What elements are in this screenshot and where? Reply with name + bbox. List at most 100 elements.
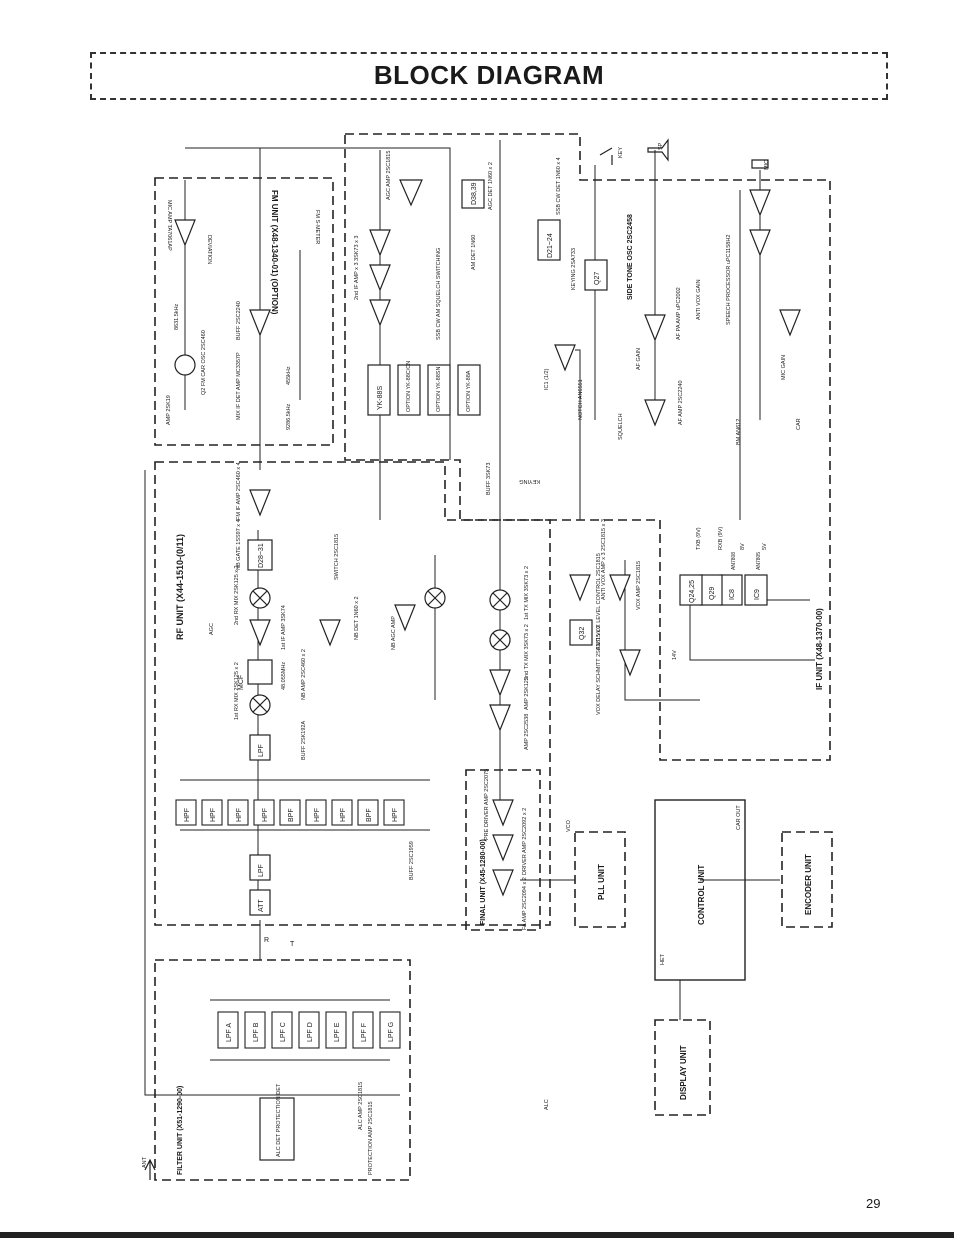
q27-text: Q27 <box>594 272 601 285</box>
pa-triangle-3 <box>492 869 514 897</box>
lpf-b-block <box>244 1011 266 1049</box>
lpf-main-text: LPF <box>258 864 265 877</box>
amp-tx-note: AMP 2SK125 <box>524 677 530 710</box>
sp-note: SP <box>658 142 664 150</box>
hpf-block-1 <box>175 799 197 826</box>
anti-vox-note: ANTI VOX GAIN <box>696 279 702 320</box>
hpf-block-6 <box>331 799 353 826</box>
ssb-det-note: SSB CW DET 1N60 x 4 <box>556 157 562 215</box>
notch-triangle <box>554 344 576 372</box>
lpf-rx-text: LPF <box>258 744 265 757</box>
yk-filter-block <box>367 364 391 416</box>
hpf-block-3 <box>227 799 249 826</box>
t-note: T <box>290 941 295 948</box>
d21-text: D21~24 <box>547 233 554 258</box>
fm-if-note: FM IF AMP 2SC460 x 4 <box>236 462 242 520</box>
ic8-text: IC8 <box>729 589 736 600</box>
lpf-a-block <box>217 1011 239 1049</box>
control-unit-label: CONTROL UNIT <box>697 865 706 925</box>
mcf-block <box>247 659 273 685</box>
q24-block <box>679 574 703 606</box>
buff-q48-triangle <box>749 229 771 257</box>
bpf-block-1 <box>279 799 301 826</box>
buff-q4-note: BUFF 2SC1959 <box>409 841 415 880</box>
opt1-text: OPTION YK-88C/CN <box>406 361 412 412</box>
hpf-text-3: HPF <box>236 808 243 822</box>
osc-circle <box>174 354 196 376</box>
af-gain-note: AF GAIN <box>636 348 642 370</box>
if-unit-frame <box>344 133 831 761</box>
af-amp-note: AF AMP 2SC2240 <box>678 380 684 425</box>
lpf-c-block <box>271 1011 293 1049</box>
vox-triangle-1 <box>569 574 591 602</box>
nb-det-note: NB DET 1N60 x 2 <box>354 596 360 640</box>
lpf-c-text: LPF C <box>280 1022 287 1042</box>
option-filter-block-1 <box>397 364 421 416</box>
driver-note: DRIVER AMP 2SC2092 x 2 <box>522 808 528 875</box>
yk-text: YK-88S <box>377 386 384 410</box>
osc-note: 8631.5kHz <box>174 303 180 330</box>
if-amp-triangle-2 <box>369 264 391 292</box>
agc-amp-triangle <box>399 179 423 207</box>
mcf-text: MCF <box>238 675 245 690</box>
display-unit-frame <box>654 1019 711 1116</box>
protect-note: PROTECTION AMP 2SC1815 <box>368 1101 374 1175</box>
tx-mix2-note: 2nd TX MIX 3SK73 x 2 <box>524 624 530 680</box>
alc-det-block <box>259 1097 295 1161</box>
key-note: KEY <box>618 147 624 158</box>
hpf-text-1: HPF <box>184 808 191 822</box>
fm-if-amp-triangle <box>249 489 271 517</box>
speaker-icon <box>647 138 669 162</box>
vox-delay-triangle <box>619 649 641 677</box>
encoder-unit-frame <box>781 831 833 928</box>
ic1-note: IC1 (1/2) <box>544 368 550 390</box>
lpf-e-text: LPF E <box>334 1022 341 1042</box>
hpf-block-5 <box>305 799 327 826</box>
nb-gate-block <box>247 539 273 571</box>
hpf-text-4: HPF <box>262 808 269 822</box>
mic-amp-note: MIC AMP TA7061AP <box>166 200 172 251</box>
v14-note: 14V <box>672 650 678 660</box>
mix2-note: 2nd RX MIX 2SK125 x 2 <box>234 565 240 625</box>
d28-text: D28~31 <box>258 543 265 568</box>
filter-unit-frame <box>154 959 411 1181</box>
pll-unit-label: PLL UNIT <box>597 864 606 900</box>
hpf-text-6: HPF <box>340 808 347 822</box>
mix-if-note: MIX IF DET AMP MC3357P <box>236 352 242 420</box>
keying-l-note: KEYING <box>519 478 540 484</box>
alc-note: ALC <box>544 1099 550 1110</box>
bottom-rule <box>0 1232 954 1238</box>
encoder-unit-label: ENCODER UNIT <box>804 854 813 915</box>
rxb-note: RXB (9V) <box>718 527 724 550</box>
alc-det-text: ALC DET PROTECTION DET <box>276 1083 282 1157</box>
title-frame: BLOCK DIAGRAM <box>90 52 888 100</box>
nb-gate-note: NB GATE 1SS97 x 4 <box>236 519 242 570</box>
nb-amp-note: NB AMP 2SC460 x 2 <box>301 649 307 700</box>
vox-delay-note: VOX DELAY SCHMITT 2SC1815 x 2 <box>596 625 602 715</box>
filter-unit-label: FILTER UNIT (X51-1290-00) <box>177 1086 184 1175</box>
nb-agc-triangle <box>394 604 416 632</box>
final-unit-frame <box>465 769 541 931</box>
amp-tx2-note: AMP 2SC2538 <box>524 714 530 750</box>
hpf-text-2: HPF <box>210 808 217 822</box>
mix1-note: 1st RX MIX 2SK125 x 2 <box>234 662 240 720</box>
q32-block <box>569 619 593 646</box>
lpf-d-text: LPF D <box>307 1022 314 1042</box>
ic9-block <box>744 574 768 606</box>
khz455-note: 455kHz <box>286 366 292 385</box>
pa-triangle-2 <box>492 834 514 862</box>
display-unit-label: DISPLAY UNIT <box>679 1045 688 1100</box>
r-note: R <box>264 937 269 944</box>
page-number: 29 <box>866 1196 881 1211</box>
lpf-a-text: LPF A <box>226 1023 233 1042</box>
lpf-d-block <box>298 1011 320 1049</box>
ant-note: ANT <box>142 1156 148 1168</box>
if-amp-triangle-3 <box>369 299 391 327</box>
buff2-note: BUFF 2SK192A <box>301 721 307 760</box>
vox-triangle-2 <box>609 574 631 602</box>
fm-car-note: Q2 FM CAR OSC 2SC460 <box>201 330 207 395</box>
v5-note: 5V <box>762 543 768 550</box>
q29-text: Q29 <box>709 587 716 600</box>
buff-note: BUFF 2SC2240 <box>236 301 242 340</box>
control-unit-frame <box>654 799 746 981</box>
